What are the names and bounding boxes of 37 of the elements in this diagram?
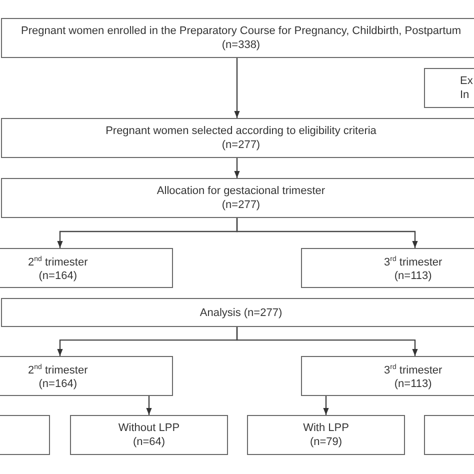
box-text: Analysis (n=277)	[200, 306, 282, 320]
process-box	[0, 248, 173, 288]
box-text: 3$^{rd}$ trimester	[384, 362, 442, 378]
box-text: (n=164)	[38, 269, 77, 284]
arrow	[323, 396, 329, 415]
process-box	[247, 415, 405, 455]
box-text: 2$^{nd}$ trimester	[28, 362, 88, 378]
arrow	[234, 158, 240, 178]
process-box	[0, 356, 173, 396]
box-text: Ex In	[460, 74, 473, 102]
box-text: Allocation for gestacional trimester	[156, 184, 326, 198]
arrow	[234, 58, 240, 118]
process-box	[301, 356, 474, 396]
box-text: (n=277)	[220, 138, 262, 152]
box-text: 2$^{nd}$ trimester	[28, 254, 88, 270]
process-box	[70, 415, 228, 455]
box-text: 3$^{rd}$ trimester	[384, 254, 442, 270]
box-text: Without LPP	[118, 421, 180, 435]
box-text: (n=64)	[132, 435, 166, 449]
box-text: (n=277)	[220, 198, 262, 212]
box-text: (n=338)	[220, 38, 262, 52]
process-box	[1, 118, 474, 158]
arrow	[236, 327, 418, 356]
box-text: (n=113)	[394, 269, 432, 284]
box-text: Pregnant women enrolled in the Preparatory Course for Pregnancy, Childbirth, Postpartum	[20, 24, 462, 38]
empty-box	[0, 415, 50, 455]
arrow	[146, 396, 152, 415]
box-text: (n=79)	[308, 435, 344, 449]
process-box	[1, 178, 474, 218]
box-text: (n=113)	[394, 377, 432, 392]
box-text: (n=164)	[38, 377, 77, 392]
process-box	[301, 248, 474, 288]
arrow	[236, 218, 418, 248]
process-box	[1, 298, 474, 327]
box-text: With LPP	[303, 421, 349, 435]
box-text: Pregnant women selected according to eligibility criteria	[106, 124, 376, 138]
process-box	[1, 18, 474, 58]
